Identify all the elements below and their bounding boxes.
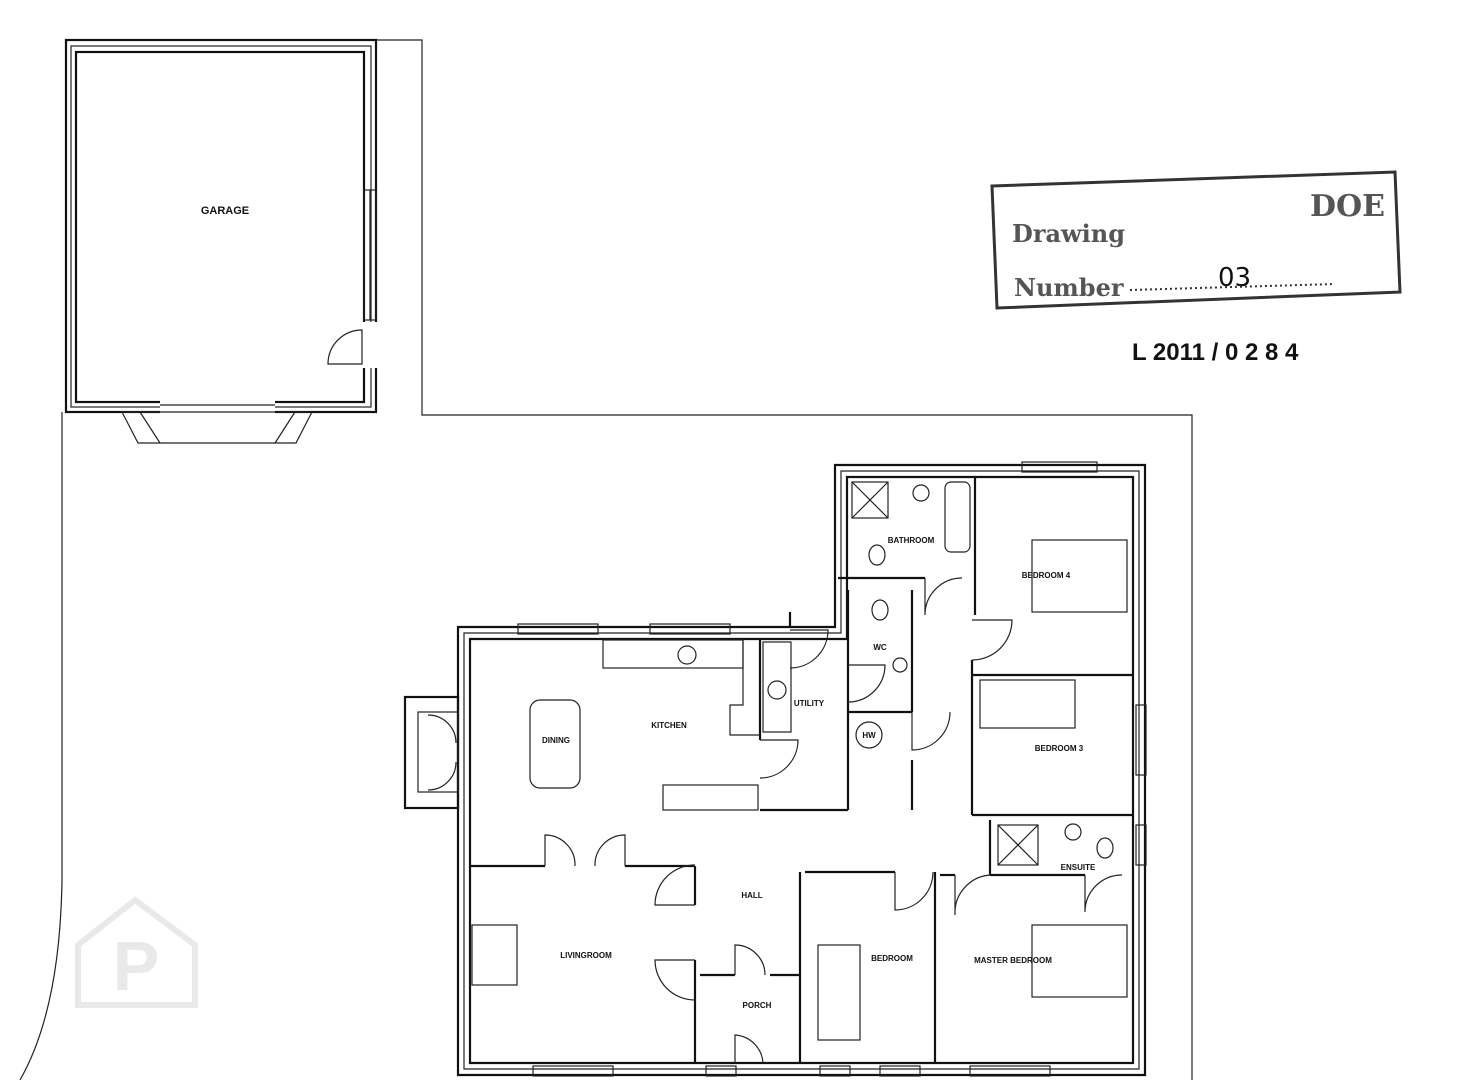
label-bedroom-3: BEDROOM 3 — [1035, 744, 1084, 753]
interior-walls — [470, 477, 1133, 1063]
label-kitchen: KITCHEN — [651, 721, 687, 730]
fixtures — [471, 481, 1128, 1041]
doors — [427, 577, 1123, 1064]
label-ensuite: ENSUITE — [1061, 863, 1096, 872]
watermark-logo: P — [75, 896, 198, 1008]
label-bathroom: BATHROOM — [888, 536, 935, 545]
label-hall: HALL — [741, 891, 762, 900]
label-garage: GARAGE — [201, 205, 249, 217]
hot-water-cylinder — [855, 721, 883, 749]
label-utility: UTILITY — [794, 699, 825, 708]
label-livingroom: LIVINGROOM — [560, 951, 612, 960]
label-bedroom: BEDROOM — [871, 954, 913, 963]
stamp-number-value: 03 — [1218, 263, 1251, 293]
label-bedroom-4: BEDROOM 4 — [1022, 571, 1071, 580]
stamp-number-label: Number — [1014, 273, 1124, 302]
approval-stamp: DOE Drawing Number 03 — [990, 170, 1402, 310]
svg-text:P: P — [113, 927, 160, 1005]
stamp-drawing-label: Drawing — [1012, 219, 1125, 248]
label-dining: DINING — [542, 736, 570, 745]
label-hw: HW — [862, 731, 876, 740]
planning-reference: L 2011 / 0 2 8 4 — [1132, 339, 1299, 366]
site-boundary — [19, 39, 1193, 1080]
stamp-agency: DOE — [1310, 189, 1385, 224]
house-outline — [403, 461, 1147, 1077]
garage — [64, 38, 378, 444]
label-wc: WC — [873, 643, 887, 652]
label-master-bedroom: MASTER BEDROOM — [974, 956, 1052, 965]
label-porch: PORCH — [743, 1001, 772, 1010]
